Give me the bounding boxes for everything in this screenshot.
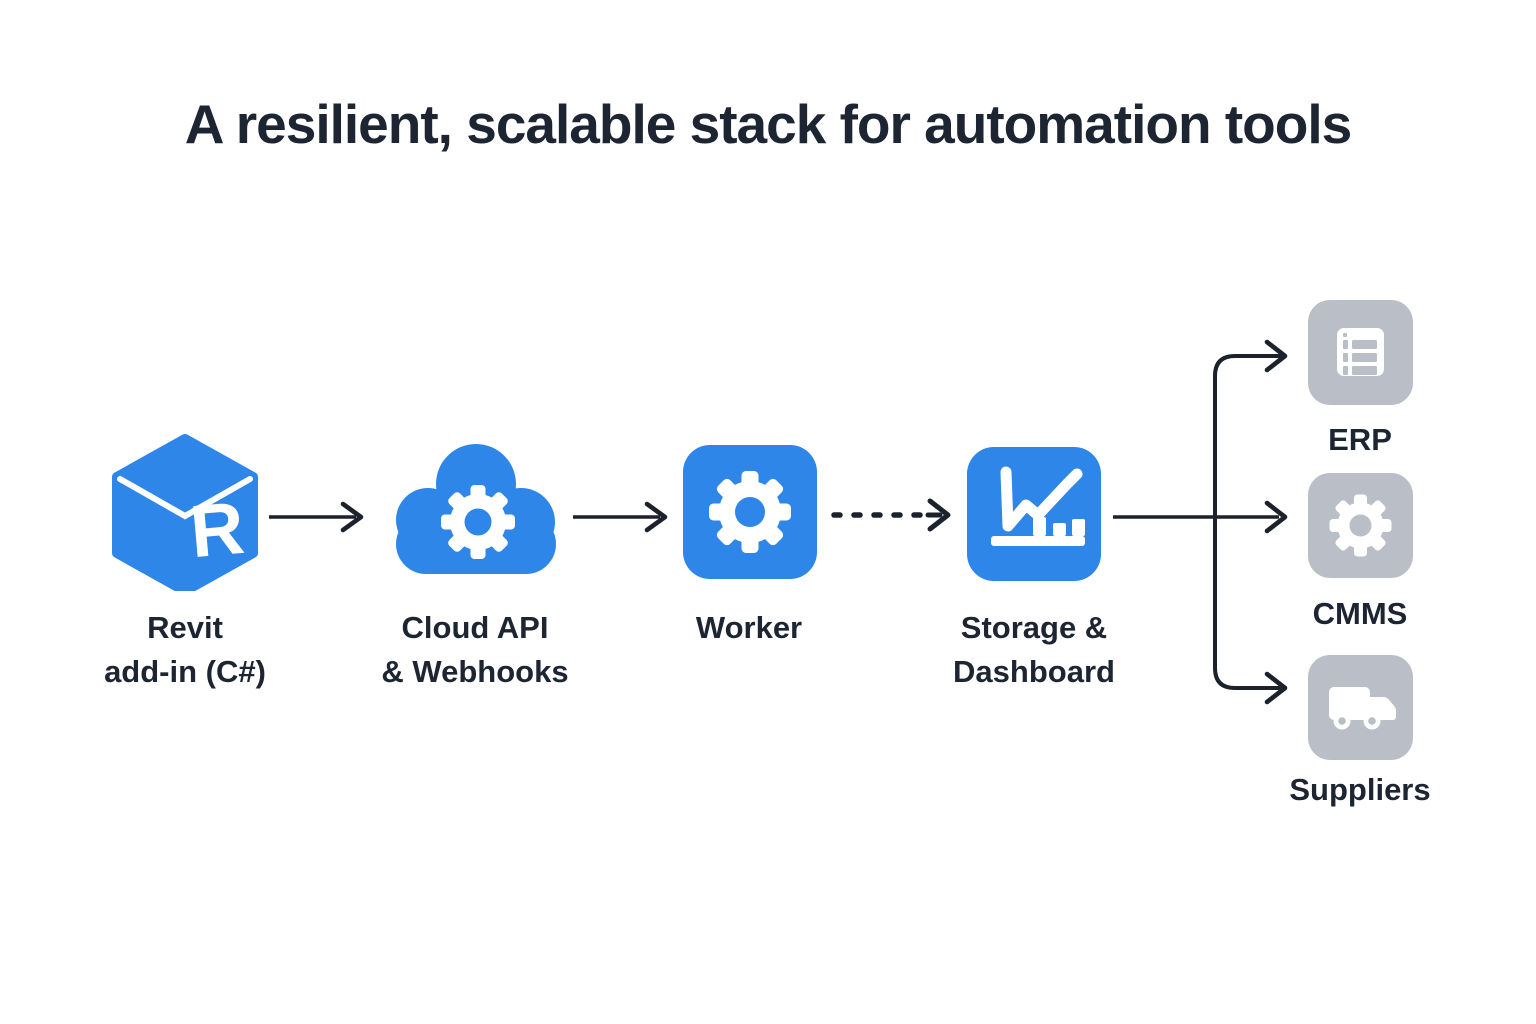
suppliers-label: Suppliers [1289, 772, 1431, 807]
arrow-revit-to-cloud [269, 501, 364, 533]
cloud-label-line2: & Webhooks [381, 654, 569, 689]
worker-label-line1: Worker [695, 610, 803, 645]
cloud-node-label: Cloud API & Webhooks [315, 606, 635, 694]
gear-icon [709, 471, 791, 553]
dashed-arrow-worker-to-storage [831, 498, 951, 532]
storage-label-line1: Storage & [960, 610, 1108, 645]
arrow-cloud-to-worker [573, 501, 668, 533]
worker-node-box [683, 445, 817, 579]
cloud-gear-icon [396, 444, 556, 574]
cmms-label: CMMS [1312, 596, 1408, 631]
list-icon [1337, 328, 1384, 376]
revit-label-line1: Revit [147, 610, 223, 645]
storage-node-box [967, 447, 1101, 581]
revit-letter: R [187, 486, 247, 573]
gear-icon [1329, 494, 1392, 557]
storage-label-line2: Dashboard [953, 654, 1115, 689]
suppliers-target-box [1308, 655, 1413, 760]
worker-node-label: Worker [589, 606, 909, 650]
revit-cube-icon: R [112, 434, 258, 591]
diagram-title: A resilient, scalable stack for automati… [184, 93, 1352, 155]
truck-icon [1329, 687, 1396, 730]
revit-node-label: Revit add-in (C#) [25, 606, 345, 694]
storage-node-label: Storage & Dashboard [874, 606, 1194, 694]
erp-target-box [1308, 300, 1413, 405]
cloud-label-line1: Cloud API [401, 610, 549, 645]
branch-connector [1113, 339, 1288, 705]
revit-label-line2: add-in (C#) [104, 654, 266, 689]
cmms-target-box [1308, 473, 1413, 578]
chart-trend-icon [991, 466, 1085, 546]
erp-label: ERP [1328, 422, 1392, 457]
